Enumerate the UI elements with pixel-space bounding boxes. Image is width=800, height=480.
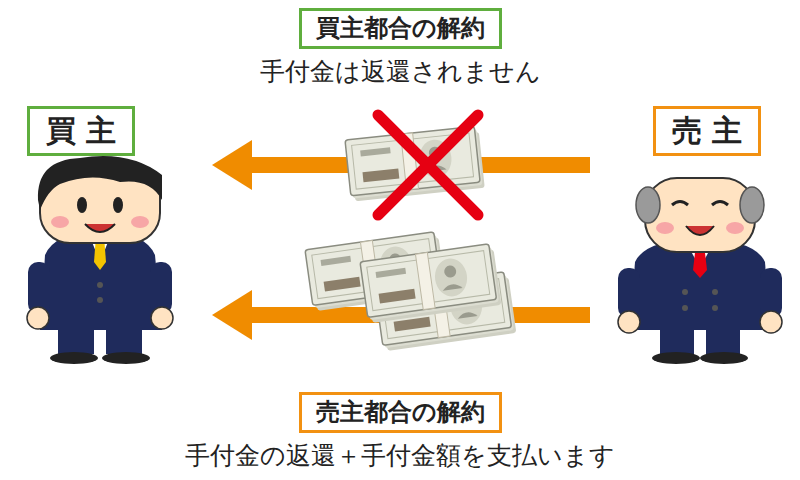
- box-heading: 買 主: [27, 106, 135, 156]
- case-box: 買主都合の解約手付金は返還されません: [150, 8, 650, 87]
- party-box: 買 主: [22, 106, 140, 156]
- case-note: 手付金の返還＋手付金額を支払います: [185, 441, 615, 471]
- box-heading: 買主都合の解約: [299, 8, 502, 49]
- case-box: 売主都合の解約手付金の返還＋手付金額を支払います: [100, 392, 700, 471]
- box-heading: 売 主: [653, 106, 761, 156]
- case-note: 手付金は返還されません: [260, 57, 541, 87]
- party-box: 売 主: [648, 106, 766, 156]
- box-heading: 売主都合の解約: [299, 392, 502, 433]
